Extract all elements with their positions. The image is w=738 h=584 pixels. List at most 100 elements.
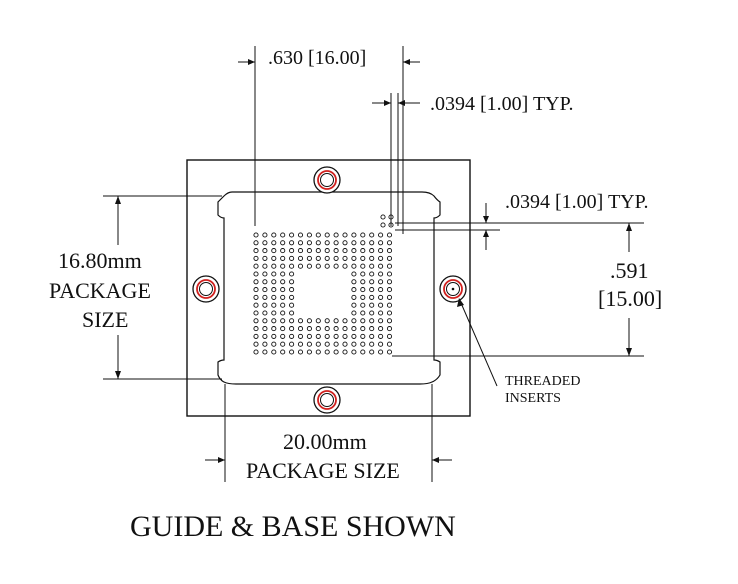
solder-ball — [306, 240, 312, 246]
solder-ball — [342, 341, 348, 347]
insert-bottom — [313, 386, 341, 414]
solder-ball — [262, 349, 268, 355]
solder-ball — [360, 333, 366, 339]
pitch-top-label: .0394 [1.00] TYP. — [430, 93, 574, 115]
solder-ball — [253, 279, 259, 285]
solder-ball — [297, 318, 304, 324]
solder-ball — [333, 341, 339, 347]
solder-ball — [289, 302, 295, 308]
solder-ball — [324, 326, 330, 332]
solder-ball — [333, 232, 339, 238]
solder-ball — [289, 349, 295, 355]
solder-ball — [386, 294, 393, 300]
solder-ball — [351, 232, 357, 238]
solder-ball — [306, 341, 312, 347]
solder-ball — [360, 349, 366, 355]
solder-ball — [351, 263, 357, 269]
solder-ball — [280, 310, 286, 316]
solder-ball — [380, 222, 386, 228]
solder-ball — [315, 349, 321, 355]
solder-ball — [369, 341, 375, 347]
solder-ball — [262, 255, 268, 261]
pitch-right-label: .0394 [1.00] TYP. — [505, 191, 649, 213]
solder-ball — [386, 302, 393, 308]
solder-ball — [342, 240, 348, 246]
solder-ball — [253, 240, 259, 246]
solder-ball — [297, 333, 304, 339]
solder-ball — [271, 255, 277, 261]
top-dimension-label: .630 [16.00] — [268, 47, 366, 69]
solder-ball — [351, 248, 357, 254]
solder-ball — [271, 341, 277, 347]
pitch-top-dimension — [372, 93, 420, 226]
solder-ball — [297, 232, 304, 238]
solder-ball — [315, 255, 321, 261]
solder-ball — [289, 271, 295, 277]
solder-ball — [369, 248, 375, 254]
solder-ball — [360, 240, 366, 246]
solder-ball — [262, 341, 268, 347]
solder-ball — [369, 326, 375, 332]
solder-ball — [342, 263, 348, 269]
solder-ball — [351, 287, 357, 293]
solder-ball — [378, 333, 384, 339]
solder-ball — [289, 326, 295, 332]
solder-ball — [253, 255, 259, 261]
solder-ball — [280, 333, 286, 339]
solder-ball — [271, 287, 277, 293]
solder-ball — [306, 333, 312, 339]
solder-ball — [386, 263, 393, 269]
solder-ball — [351, 349, 357, 355]
solder-ball — [386, 232, 393, 238]
solder-ball — [378, 271, 384, 277]
solder-ball — [351, 318, 357, 324]
solder-ball — [253, 310, 259, 316]
solder-ball — [262, 248, 268, 254]
solder-ball — [271, 232, 277, 238]
solder-ball — [315, 232, 321, 238]
solder-ball — [289, 232, 295, 238]
solder-ball — [271, 302, 277, 308]
solder-ball — [369, 349, 375, 355]
solder-ball — [315, 341, 321, 347]
solder-ball — [262, 302, 268, 308]
left-dimension-label-3: SIZE — [82, 307, 128, 332]
solder-ball — [271, 263, 277, 269]
solder-ball — [253, 326, 259, 332]
insert-right — [439, 275, 467, 303]
solder-ball — [297, 248, 304, 254]
solder-ball — [280, 287, 286, 293]
right-dimension-label-1: .591 — [610, 258, 649, 283]
solder-ball — [360, 279, 366, 285]
solder-ball — [378, 326, 384, 332]
solder-ball — [262, 271, 268, 277]
solder-ball — [253, 294, 259, 300]
solder-ball — [315, 263, 321, 269]
solder-ball — [315, 318, 321, 324]
solder-ball — [262, 326, 268, 332]
solder-ball — [289, 318, 295, 324]
solder-ball — [369, 318, 375, 324]
solder-ball — [360, 263, 366, 269]
left-dimension — [103, 195, 222, 380]
solder-ball — [333, 255, 339, 261]
solder-ball — [253, 287, 259, 293]
solder-ball — [342, 349, 348, 355]
solder-ball — [378, 232, 384, 238]
solder-ball — [271, 333, 277, 339]
solder-ball — [280, 255, 286, 261]
solder-ball — [271, 349, 277, 355]
solder-ball — [378, 310, 384, 316]
solder-ball — [253, 263, 259, 269]
solder-ball — [386, 318, 393, 324]
solder-ball — [289, 310, 295, 316]
solder-ball — [297, 255, 304, 261]
solder-ball — [333, 240, 339, 246]
solder-ball — [306, 248, 312, 254]
bottom-dimension — [205, 384, 452, 482]
solder-ball — [271, 318, 277, 324]
solder-ball — [253, 333, 259, 339]
solder-ball — [315, 248, 321, 254]
solder-ball — [369, 255, 375, 261]
solder-ball — [262, 279, 268, 285]
